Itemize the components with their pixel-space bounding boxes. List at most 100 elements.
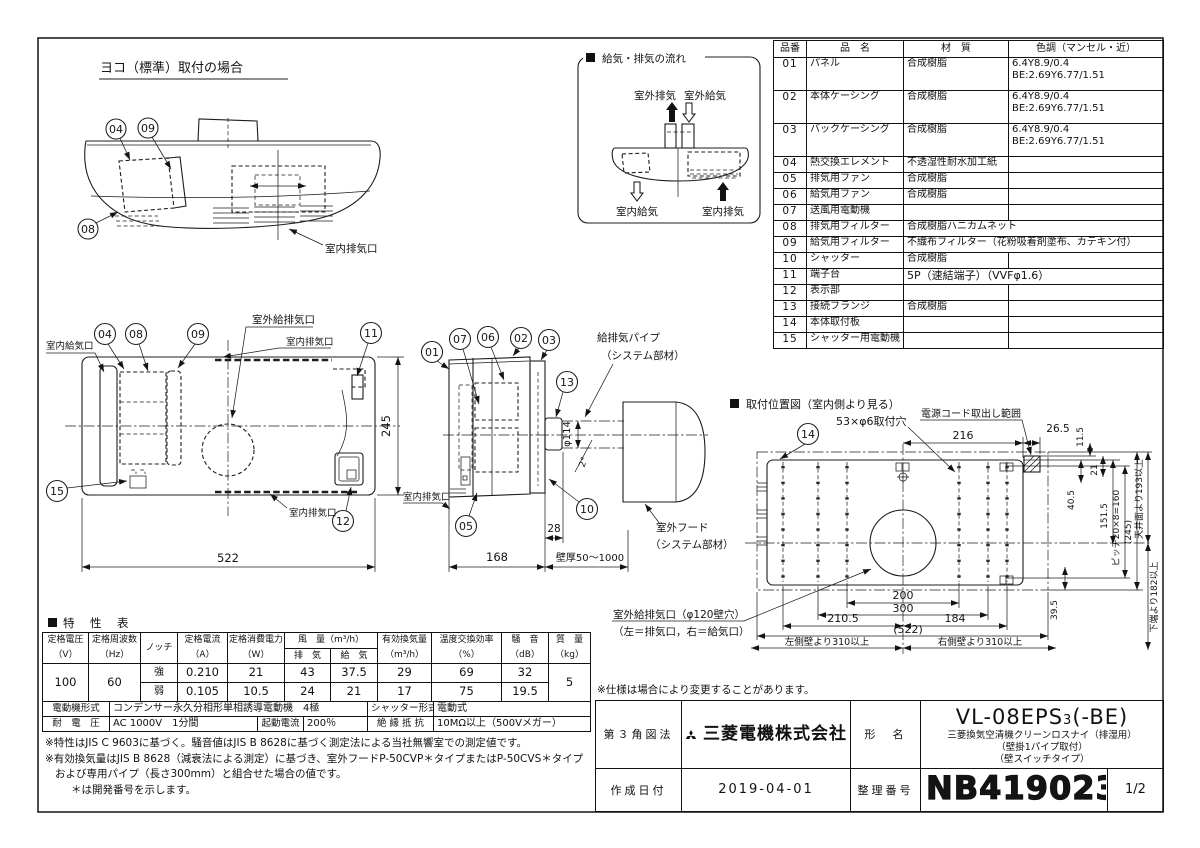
unit-noise: （dB） (501, 648, 549, 664)
part-color (1008, 300, 1164, 317)
part-name: 本体取付板 (806, 316, 904, 333)
note-line: ※特性はJIS C 9603に基づく。騒音値はJIS B 8628に基づく測定法… (45, 737, 527, 749)
callout-02: 02 (509, 326, 533, 350)
spec-change-note: ※仕様は場合により変更することがあります。 (597, 684, 815, 696)
part-color (1008, 252, 1164, 269)
section-marker-icon (730, 399, 739, 408)
dim-28: 28 (547, 523, 560, 535)
part-material: 合成樹脂 (903, 90, 1009, 124)
unit-mass: （kg） (548, 648, 591, 664)
part-name: パネル (806, 57, 904, 91)
spec-header-row-2: （V） （Hz） （A） （W） 排 気 給 気 （m³/h） （%） （dB）… (42, 648, 591, 664)
down-arrow-icon (682, 102, 696, 123)
indoor-exhaust-label: 室内排気口 (325, 242, 378, 255)
col-part-name: 品 名 (806, 40, 904, 58)
mount-holes-label: 53×φ6取付穴 (836, 414, 906, 428)
model-description: 三菱換気空清機クリーンロスナイ（排湿用） (947, 729, 1137, 741)
side-view: φ114 2° 給排気パイプ （システム部材） 室外フード （システム部材） 0… (420, 325, 734, 572)
pipe-label-1: 給排気パイプ (597, 331, 660, 344)
dim-184: 184 (945, 612, 966, 625)
withstand-label: 耐 電 圧 (42, 716, 110, 732)
part-name: 端子台 (806, 268, 904, 285)
noise-weak: 19.5 (501, 682, 549, 702)
horizontal-mount-drawing: ヨコ（標準）取付の場合 04 09 08 室内排気口 (77, 60, 381, 255)
registry-number-outline: NB419023 (925, 770, 1106, 808)
svg-text:02: 02 (514, 332, 528, 345)
model-cell: VL-08EPS3(-BE) 三菱換気空清機クリーンロスナイ（排湿用） （壁掛1… (920, 700, 1164, 769)
company-name: 三菱電機株式会社 (703, 724, 847, 745)
part-color (1008, 316, 1164, 333)
dim-bottom-clearance: 下端より182以上 (1148, 562, 1160, 633)
spec-table-wrap: 定格電圧 定格周波数 ノッチ 定格電流 定格消費電力 風 量（m³/h） 有効換… (42, 632, 591, 732)
indoor-exhaust-side-label: 室内排気口 (403, 491, 451, 503)
withstand-value: AC 1000V 1分間 (109, 716, 258, 732)
callout-08: 08 (77, 218, 99, 240)
part-name: 本体ケーシング (806, 90, 904, 124)
part-no: 02 (773, 90, 807, 124)
parts-header-row: 品番 品 名 材 質 色調（マンセル・近） (773, 40, 1164, 58)
model-sub: 3 (1063, 712, 1073, 728)
install-title: 取付位置図（室内側より見る） (746, 397, 900, 411)
part-no: 08 (773, 220, 807, 237)
svg-text:10: 10 (580, 503, 594, 516)
indoor-exhaust-label: 室内排気 (702, 205, 744, 218)
part-material: 不織布フィルター（花粉吸着剤塗布、カテキン付） (903, 236, 1164, 253)
part-no: 03 (773, 123, 807, 157)
svg-text:13: 13 (560, 376, 574, 389)
callout-04: 04 (93, 322, 117, 346)
motor-type-value: コンデンサー永久分相形単相誘導電動機 4極 (109, 701, 368, 717)
svg-text:04: 04 (98, 328, 112, 341)
dim-522: (522) (893, 623, 923, 636)
dim-11-5: 11.5 (1076, 427, 1086, 447)
frequency-value: 60 (88, 663, 141, 702)
up-arrow-icon (717, 182, 729, 201)
install-position-diagram: 取付位置図（室内側より見る） 14 53×φ6取付穴 電源コード取出し範囲 21… (612, 397, 1160, 654)
callout-12: 12 (331, 509, 355, 533)
svg-text:12: 12 (336, 515, 350, 528)
temp-strong: 69 (431, 663, 502, 683)
title-block-row-2: 作成日付 2019-04-01 整理番号 NB419023 1/2 (595, 767, 1164, 813)
col-airflow: 風 量（m³/h） (284, 632, 378, 649)
power-cord-label: 電源コード取出し範囲 (921, 407, 1021, 420)
col-noise: 騒 音 (501, 632, 549, 649)
front-view: 04 08 09 11 15 12 室内給気口 室外給排気口 室内排気口 室内排… (45, 313, 451, 572)
indoor-exhaust-bottom-label: 室内排気口 (289, 507, 337, 519)
airflow-diagram: 給気・排気の流れ 室外排気 室外給気 室内給気 室内排気 (577, 50, 761, 224)
callout-09: 09 (137, 117, 159, 139)
dim-left-wall: 左側壁より310以上 (785, 636, 870, 648)
part-material: 合成樹脂 (903, 300, 1009, 317)
wall-hole-label-1: 室外給排気口（φ120壁穴） (613, 608, 745, 621)
callout-15: 15 (45, 479, 69, 503)
svg-text:08: 08 (81, 223, 95, 236)
width-dim: 522 (217, 551, 239, 565)
part-no: 07 (773, 204, 807, 221)
callout-13: 13 (555, 370, 579, 394)
svg-text:09: 09 (191, 328, 205, 341)
exhaust-strong: 43 (284, 663, 331, 683)
part-color (1008, 156, 1164, 173)
noise-strong: 32 (501, 663, 549, 683)
col-exhaust: 排 気 (284, 648, 331, 664)
part-material: 合成樹脂 (903, 123, 1009, 157)
part-material: 合成樹脂 (903, 57, 1009, 91)
date-value: 2019-04-01 (681, 767, 851, 813)
svg-text:15: 15 (50, 485, 64, 498)
indoor-supply-port-label: 室内給気口 (46, 340, 94, 352)
callout-09: 09 (186, 322, 210, 346)
part-no: 10 (773, 252, 807, 269)
spec-row-withstand: 耐 電 圧 AC 1000V 1分間 起動電流 200％ 絶 縁 抵 抗 10M… (42, 716, 591, 732)
part-name: 給気用ファン (806, 188, 904, 205)
shutter-type-label: シャッター形式 (367, 701, 434, 717)
pipe-dia-dim: φ114 (562, 421, 573, 447)
note-line: および専用パイプ（長さ300mm）と組合せた場合の値です。 (55, 768, 347, 780)
